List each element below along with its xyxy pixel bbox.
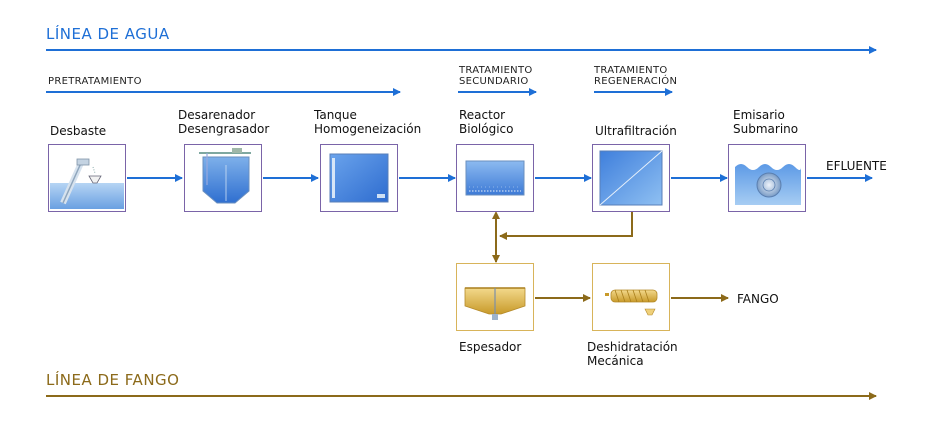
- label-emisario-line1: Emisario: [733, 108, 785, 122]
- box-ultrafiltracion: [592, 144, 670, 212]
- label-tanque-line1: Tanque: [314, 108, 357, 122]
- box-espesador: [456, 263, 534, 331]
- water-line-title: LÍNEA DE AGUA: [46, 25, 170, 43]
- section-pretratamiento: PRETRATAMIENTO: [48, 76, 142, 87]
- box-deshidratacion: [592, 263, 670, 331]
- label-deshidratacion-line2: Mecánica: [587, 354, 644, 368]
- label-espesador: Espesador: [459, 340, 521, 354]
- label-reactor-line1: Reactor: [459, 108, 506, 122]
- bioreactor-icon: [465, 160, 525, 196]
- label-emisario: Emisario Submarino: [733, 108, 798, 136]
- label-reactor: Reactor Biológico: [459, 108, 513, 136]
- label-desbaste-line1: Desbaste: [50, 124, 107, 138]
- label-ultrafiltracion: Ultrafiltración: [595, 124, 677, 138]
- box-emisario: [728, 144, 806, 212]
- section-secundario-line1: TRATAMIENTO: [459, 65, 533, 76]
- box-reactor: [456, 144, 534, 212]
- label-desarenador: Desarenador Desengrasador: [178, 108, 269, 136]
- label-tanque-line2: Homogeneización: [314, 122, 422, 136]
- section-regeneracion-line1: TRATAMIENTO: [594, 65, 668, 76]
- sludge-line-title: LÍNEA DE FANGO: [46, 371, 180, 389]
- section-secundario-line2: SECUNDARIO: [459, 76, 529, 87]
- label-reactor-line2: Biológico: [459, 122, 514, 136]
- thickener-icon: [464, 287, 526, 320]
- label-tanque: Tanque Homogeneización: [314, 108, 421, 136]
- box-tanque: [320, 144, 398, 212]
- membrane-icon: [599, 150, 663, 206]
- label-fango: FANGO: [737, 292, 779, 306]
- label-desbaste: Desbaste: [50, 124, 106, 138]
- screw-press-icon: [605, 289, 658, 316]
- label-desarenador-line1: Desarenador: [178, 108, 256, 122]
- label-deshidratacion: Deshidratación Mecánica: [587, 340, 678, 368]
- label-desarenador-line2: Desengrasador: [178, 122, 270, 136]
- section-regeneracion: TRATAMIENTO REGENERACIÓN: [594, 65, 677, 87]
- box-desarenador: [184, 144, 262, 212]
- label-efluente: EFLUENTE: [826, 159, 887, 173]
- equalization-tank-icon: [329, 153, 389, 203]
- outfall-icon: [735, 164, 801, 205]
- box-desbaste: [48, 144, 126, 212]
- screen-rake-icon: [50, 158, 124, 209]
- recirculation-arrow: [499, 212, 633, 240]
- label-deshidratacion-line1: Deshidratación: [587, 340, 678, 354]
- label-ultrafiltracion-line1: Ultrafiltración: [595, 124, 677, 138]
- grit-chamber-icon: [199, 148, 251, 204]
- label-espesador-line1: Espesador: [459, 340, 522, 354]
- section-regeneracion-line2: REGENERACIÓN: [594, 76, 678, 87]
- section-secundario: TRATAMIENTO SECUNDARIO: [459, 65, 533, 87]
- label-emisario-line2: Submarino: [733, 122, 799, 136]
